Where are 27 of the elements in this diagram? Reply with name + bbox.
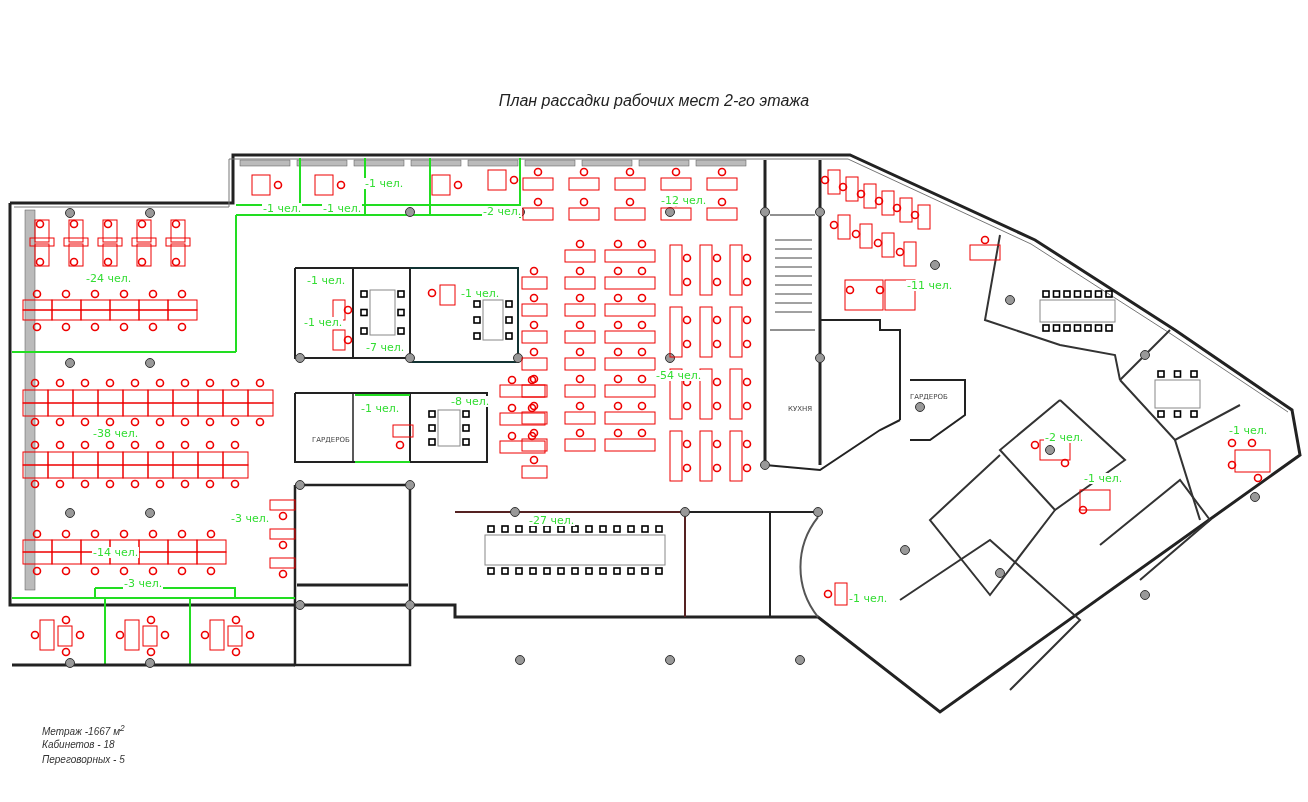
occupancy-label: -27 чел.	[528, 515, 576, 526]
occupancy-label: -38 чел.	[92, 428, 140, 439]
occupancy-label: -12 чел.	[660, 195, 708, 206]
occupancy-label: -2 чел.	[1044, 432, 1085, 443]
occupancy-label: -54 чел.	[655, 370, 703, 381]
occupancy-label: -1 чел.	[460, 288, 501, 299]
occupancy-label: -1 чел.	[262, 203, 303, 214]
occupancy-label: -7 чел.	[365, 342, 406, 353]
area-note: Переговорных - 5	[42, 755, 125, 765]
occupancy-label: -1 чел.	[364, 178, 405, 189]
occupancy-label: -3 чел.	[230, 513, 271, 524]
occupancy-label: -1 чел.	[322, 203, 363, 214]
area-note: Метраж -1667 м$^{2}$	[42, 724, 125, 738]
occupancy-label: -1 чел.	[303, 317, 344, 328]
occupancy-label: -1 чел.	[1228, 425, 1269, 436]
occupancy-label: -1 чел.	[1083, 473, 1124, 484]
occupancy-label: -2 чел.	[482, 206, 523, 217]
occupancy-label: -24 чел.	[85, 273, 133, 284]
occupancy-label: -1 чел.	[360, 403, 401, 414]
occupancy-label: -11 чел.	[906, 280, 954, 291]
occupancy-label: -1 чел.	[848, 593, 889, 604]
occupancy-label: -8 чел.	[450, 396, 491, 407]
title: План рассадки рабочих мест 2-го этажа	[498, 92, 810, 110]
occupancy-label: -3 чел.	[123, 578, 164, 589]
occupancy-label: -1 чел.	[306, 275, 347, 286]
occupancy-label: -14 чел.	[92, 547, 140, 558]
area-note: Кабинетов - 18	[42, 740, 115, 750]
